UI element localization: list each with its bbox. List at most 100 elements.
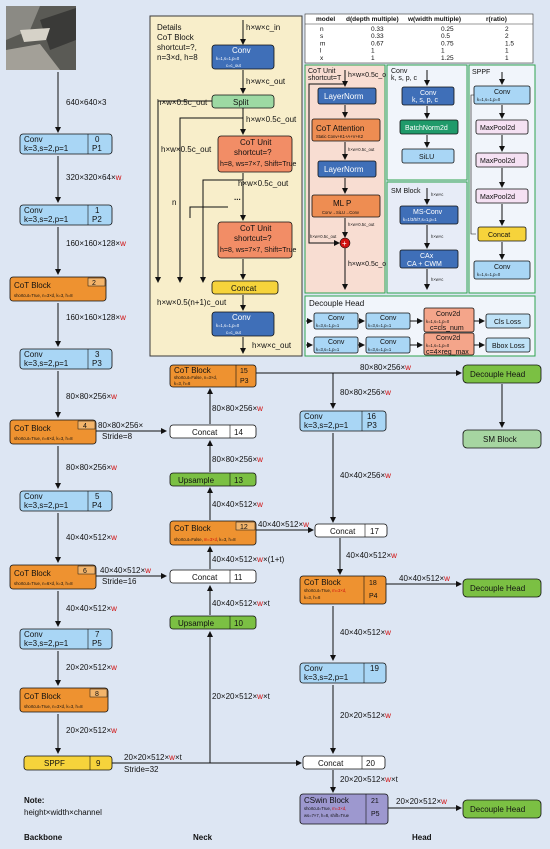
conv-block-7[interactable]: Conv k=3,s=2,p=1 7 P5 xyxy=(19,628,113,650)
conv-block-0[interactable]: Conv k=3,s=2,p=1 0 P1 xyxy=(19,133,113,155)
decouple-head-p3[interactable]: Decouple Head xyxy=(462,364,542,384)
block-title: Conv2d xyxy=(436,311,460,318)
conv-block-5[interactable]: Conv k=3,s=2,p=1 5 P4 xyxy=(19,490,113,512)
details-conv-bottom[interactable]: Conv k=1,s=1,p=0 c=c_out xyxy=(211,311,275,337)
cls-loss[interactable]: Cls Loss xyxy=(485,313,531,329)
cot-block-18[interactable]: CoT Block 18 P4 shortcut=True, m=3×d, k=… xyxy=(299,575,387,605)
ca-cwm-block[interactable]: CAx CA + CWM xyxy=(399,249,459,269)
bbox-loss[interactable]: Bbox Loss xyxy=(485,337,531,353)
cswin-block-21[interactable]: CSwin Block 21 P5 shortcut=True, m=3×d, … xyxy=(299,793,389,825)
decouple-conv-a1[interactable]: Conv k=3,s=1,p=1 xyxy=(313,312,359,330)
cot-block-8[interactable]: CoT Block 8 shortcut=True, n=3×d, k=3, h… xyxy=(19,687,109,713)
feature-size-label: 160×160×128×w xyxy=(66,239,126,248)
residual-add: + xyxy=(339,237,351,249)
decouple-conv-a3[interactable]: Conv2d k=1,s=1,p=0 c=cls_num xyxy=(423,307,475,333)
concat-block-20[interactable]: Concat 20 xyxy=(302,755,386,770)
feature-size-label: h×w×c_out xyxy=(246,77,286,86)
block-params: k=3,s=2,p=1 xyxy=(24,639,69,648)
block-params-2: h=8, ws=7×7, Shift=True xyxy=(220,247,297,254)
details-conv-top[interactable]: Conv k=1,s=1,p=0 c=c_out xyxy=(211,44,275,70)
feature-size-label: 80×80×256×w xyxy=(212,455,263,464)
feature-size-label: 20×20×512×w xyxy=(66,726,117,735)
feature-size-label: 40×40×512×w xyxy=(346,551,397,560)
table-header-cell: d(depth multiple) xyxy=(346,16,399,23)
conv-block-3[interactable]: Conv k=3,s=2,p=1 3 P3 xyxy=(19,348,113,370)
block-title: Conv xyxy=(24,350,43,359)
cot-block-4[interactable]: CoT Block 4 shortcut=True, n=6×d, k=3, h… xyxy=(9,419,97,445)
block-title: Conv xyxy=(304,412,323,421)
upsample-block-10[interactable]: Upsample 10 xyxy=(169,615,257,630)
feature-size-label: h×w×c_in xyxy=(246,23,280,32)
sppf-conv-2[interactable]: Conv k=1,s=1,p=0 xyxy=(473,260,531,280)
maxpool-3[interactable]: MaxPool2d xyxy=(475,188,529,204)
mlp-block[interactable]: ML P Conv→SiLU→Conv xyxy=(311,194,381,218)
decouple-head-p4[interactable]: Decouple Head xyxy=(462,578,542,598)
block-title: CAx xyxy=(420,253,434,260)
silu-block[interactable]: SiLU xyxy=(401,148,455,164)
sm-block[interactable]: SM Block xyxy=(462,429,542,449)
feature-size-label: 80×80×256×w xyxy=(360,363,411,372)
feature-size-label: h×w×c xyxy=(431,277,443,282)
layernorm-2[interactable]: LayerNorm xyxy=(317,160,377,178)
conv-block-19[interactable]: Conv k=3,s=2,p=1 19 xyxy=(299,662,387,684)
concat-block-17[interactable]: Concat 17 xyxy=(314,523,388,538)
block-title: Conv xyxy=(24,206,43,215)
layernorm-1[interactable]: LayerNorm xyxy=(317,87,377,105)
conv-inner[interactable]: Conv k, s, p, c xyxy=(401,86,455,106)
maxpool-1[interactable]: MaxPool2d xyxy=(475,119,529,135)
block-title: Concat xyxy=(231,284,257,293)
block-title: CoT Block xyxy=(304,578,342,587)
block-title: CoT Block xyxy=(174,524,212,533)
feature-size-label: 40×40×512×w xyxy=(66,533,117,542)
decouple-conv-b3[interactable]: Conv2d k=1,s=1,p=0 c=4×reg_max xyxy=(423,332,475,356)
table-header-cell: r(ratio) xyxy=(486,16,507,23)
conv-block-16[interactable]: Conv k=3,s=2,p=1 16 P3 xyxy=(299,410,387,432)
block-title: Decouple Head xyxy=(470,805,525,814)
cot-block-6[interactable]: CoT Block 6 shortcut=True, n=6×d, k=3, h… xyxy=(9,564,97,590)
sppf-block-9[interactable]: SPPF 9 xyxy=(23,755,113,771)
block-index: 11 xyxy=(234,573,243,582)
table-cell: 0.75 xyxy=(441,40,454,47)
input-image xyxy=(6,6,76,70)
block-index: 2 xyxy=(92,280,96,287)
details-concat[interactable]: Concat xyxy=(211,280,279,295)
block-params: k=1,s=1,p=0 xyxy=(216,323,240,328)
upsample-block-13[interactable]: Upsample 13 xyxy=(169,472,257,487)
sppf-conv-1[interactable]: Conv k=1,s=1,p=0 xyxy=(473,85,531,105)
decouple-conv-a2[interactable]: Conv k=3,s=1,p=1 xyxy=(365,312,411,330)
batchnorm-block[interactable]: BatchNorm2d xyxy=(399,119,459,135)
cot-block-12[interactable]: CoT Block 12 shortcut=False, m=3×d, k=3,… xyxy=(169,520,257,546)
feature-size-label: 20×20×512×w×t xyxy=(212,692,271,701)
table-header-cell: model xyxy=(316,16,335,23)
cot-block-2[interactable]: CoT Block 2 shortcut=True, n=3×d, k=3, h… xyxy=(9,276,107,302)
conv-block-1[interactable]: Conv k=3,s=2,p=1 1 P2 xyxy=(19,204,113,226)
block-title: Concat xyxy=(488,232,510,239)
input-size-label: 640×640×3 xyxy=(66,98,107,107)
cot-attention[interactable]: CoT Attention Static Conv+K1+A+V+K2 xyxy=(311,118,381,142)
details-split[interactable]: Split xyxy=(211,94,275,109)
decouple-head-p5[interactable]: Decouple Head xyxy=(462,799,542,819)
concat-block-11[interactable]: Concat 11 xyxy=(169,569,257,584)
decouple-conv-b1[interactable]: Conv k=3,s=1,p=1 xyxy=(313,336,359,354)
decouple-conv-b2[interactable]: Conv k=3,s=1,p=1 xyxy=(365,336,411,354)
concat-block-14[interactable]: Concat 14 xyxy=(169,424,257,439)
ms-conv-block[interactable]: MS-Conv k=1/3/5/7,s=1,p=1 xyxy=(399,205,459,225)
details-cot-unit-2[interactable]: CoT Unit shortcut=? h=8, ws=7×7, Shift=T… xyxy=(217,221,297,259)
repeat-count-label: n xyxy=(172,198,176,207)
table-cell: 0.5 xyxy=(441,33,450,40)
head-footer-label: Head xyxy=(412,833,432,842)
details-subtitle: CoT Block xyxy=(157,33,195,42)
block-index: 8 xyxy=(95,691,99,698)
stride-label: Stride=8 xyxy=(102,432,133,441)
maxpool-2[interactable]: MaxPool2d xyxy=(475,152,529,168)
block-params: k=1,s=1,p=0 xyxy=(216,56,240,61)
details-cot-unit-1[interactable]: CoT Unit shortcut=? h=8, ws=7×7, Shift=T… xyxy=(217,135,297,173)
cot-block-15[interactable]: CoT Block 15 P3 shortcut=False, n=3×d, k… xyxy=(169,364,257,388)
block-title: Decouple Head xyxy=(470,370,525,379)
block-params: shortcut=True, m=3×d, xyxy=(304,588,346,593)
block-title: BatchNorm2d xyxy=(405,125,448,132)
block-index: 15 xyxy=(240,368,248,375)
sppf-concat[interactable]: Concat xyxy=(477,226,527,242)
block-params: shortcut=True, m=3×d, xyxy=(304,806,346,811)
table-cell: n xyxy=(320,26,324,33)
